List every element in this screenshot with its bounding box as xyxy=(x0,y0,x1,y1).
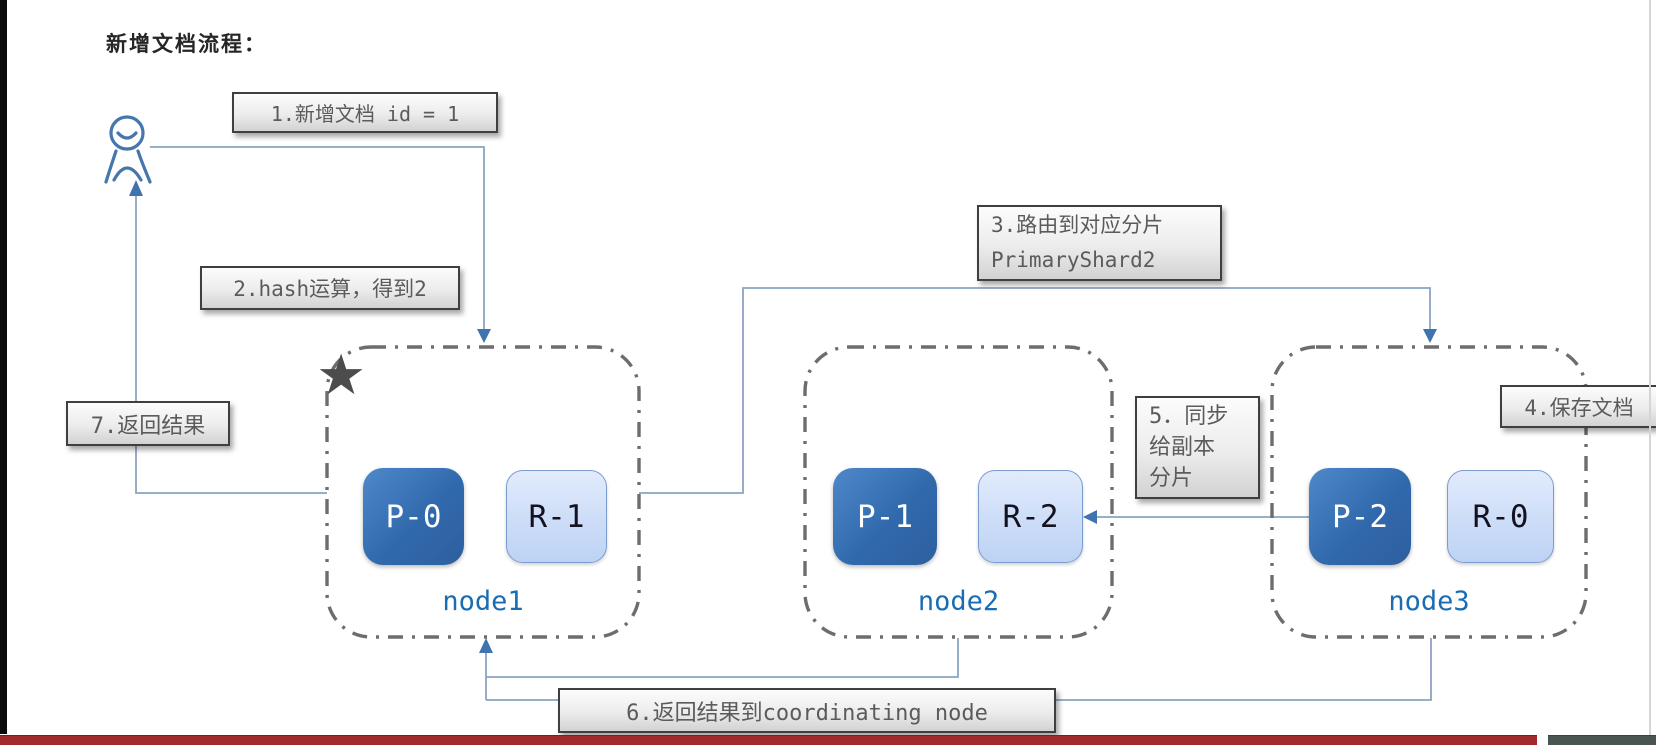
bottom-slate-bar xyxy=(1548,735,1656,745)
node3-border xyxy=(1270,345,1588,639)
shard-r0: R-0 xyxy=(1447,470,1554,563)
node2-border xyxy=(803,345,1114,639)
step3-line2: PrimaryShard2 xyxy=(991,248,1156,272)
shard-p1: P-1 xyxy=(833,468,937,565)
step2-callout: 2.hash运算，得到2 xyxy=(200,266,460,310)
node1-label: node1 xyxy=(442,586,524,617)
right-edge-line xyxy=(1649,0,1651,735)
wire-step3 xyxy=(639,287,1431,494)
wire-step1 xyxy=(150,146,485,331)
user-figure-icon xyxy=(104,115,152,184)
node2-label: node2 xyxy=(917,586,1000,617)
user-head xyxy=(109,115,145,151)
left-edge-strip xyxy=(0,0,7,734)
arrow-up-to-user-icon xyxy=(129,180,143,196)
node1-border xyxy=(325,345,641,639)
step1-callout: 1.新增文档 id = 1 xyxy=(232,92,498,133)
wire-step6-from-node2 xyxy=(486,638,959,678)
shard-r1: R-1 xyxy=(506,470,607,563)
user-right-leg xyxy=(136,149,152,184)
step4-callout: 4.保存文档 xyxy=(1500,385,1656,428)
step7-callout: 7.返回结果 xyxy=(66,401,230,446)
node3-label: node3 xyxy=(1388,586,1470,617)
arrow-up-into-node1-bottom-icon xyxy=(479,638,493,653)
node-borders xyxy=(325,345,1588,639)
arrow-down-into-node1-icon xyxy=(477,329,491,343)
step6-callout: 6.返回结果到coordinating node xyxy=(558,688,1056,733)
arrow-left-into-r2-icon xyxy=(1083,510,1097,524)
step5-line3: 分片 xyxy=(1149,466,1194,491)
step5-callout: 5．同步 给副本 分片 xyxy=(1135,396,1260,499)
page-title: 新增文档流程： xyxy=(106,32,267,56)
step3-line1: 3.路由到对应分片 xyxy=(991,213,1164,237)
arrowheads xyxy=(129,180,1437,653)
arrow-down-into-node3-icon xyxy=(1423,329,1437,343)
user-smile xyxy=(116,131,138,140)
shard-p0: P-0 xyxy=(363,468,464,565)
wire-step7 xyxy=(135,193,327,494)
bottom-red-bar xyxy=(0,735,1537,745)
step3-callout: 3.路由到对应分片 PrimaryShard2 xyxy=(977,205,1222,281)
shard-p2: P-2 xyxy=(1309,468,1411,565)
step5-line1: 5．同步 xyxy=(1149,404,1229,429)
user-left-leg xyxy=(104,149,118,184)
step5-line2: 给副本 xyxy=(1149,435,1216,460)
user-body xyxy=(112,166,143,182)
coordinating-star-icon: ★ xyxy=(316,343,367,408)
shard-r2: R-2 xyxy=(978,470,1083,563)
